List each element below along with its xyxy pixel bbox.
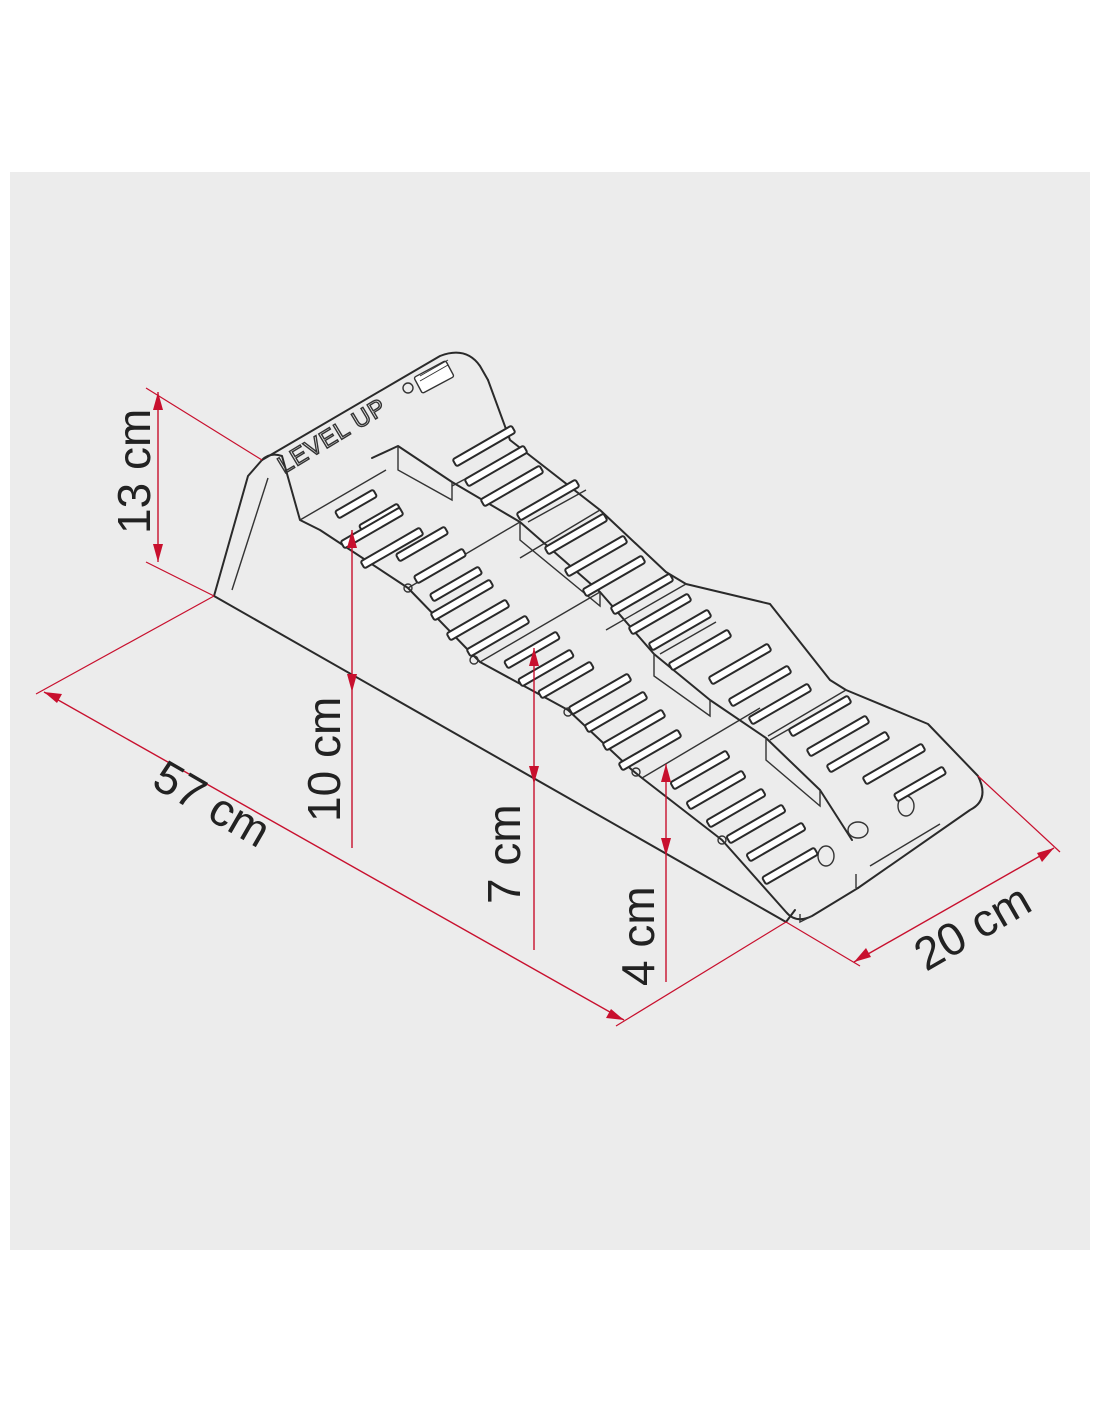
- diagram-background-panel: [10, 172, 1090, 1250]
- brand-label: LEVEL UP: [273, 393, 391, 479]
- ramp-center-channel: [371, 445, 853, 841]
- step-1-label: 10 cm: [298, 697, 350, 822]
- step-2-label: 7 cm: [478, 804, 530, 904]
- dimension-lines: [35, 387, 1061, 1027]
- height-top-label: 13 cm: [108, 409, 160, 534]
- length-label: 57 cm: [145, 750, 279, 858]
- ramp-back-edge: [261, 351, 489, 461]
- width-label: 20 cm: [905, 873, 1039, 981]
- brand-logo-badge: [402, 359, 455, 394]
- ramp-grip-slots: [334, 425, 947, 885]
- step-3-label: 4 cm: [612, 886, 664, 986]
